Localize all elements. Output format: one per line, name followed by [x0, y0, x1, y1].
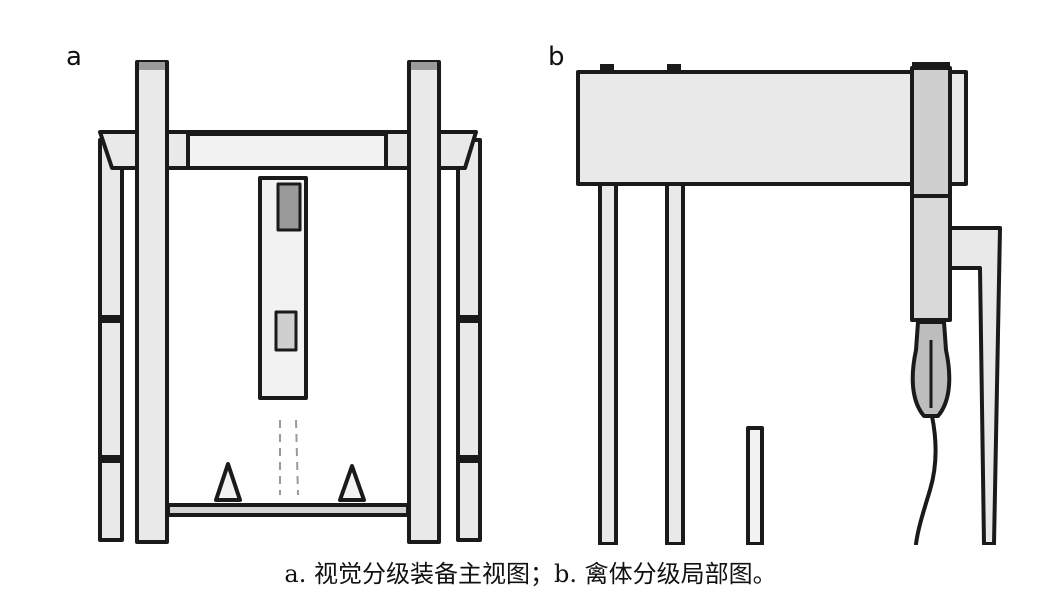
right-post-cap — [411, 62, 437, 70]
figure-caption: a. 视觉分级装备主视图；b. 禽体分级局部图。 — [284, 560, 777, 588]
slider-cap — [912, 62, 950, 70]
light-source — [274, 310, 298, 352]
left-post-cap — [139, 62, 165, 70]
crossbar-inner-segment — [186, 132, 388, 170]
camera-module-top — [276, 182, 302, 232]
right-fixture — [338, 464, 366, 502]
support-leg-left — [598, 182, 618, 545]
panel-b-label: b — [548, 42, 565, 72]
panel-b-partial-view-diagram — [576, 62, 1002, 545]
light-beam-right — [295, 419, 299, 496]
horizontal-beam — [576, 70, 968, 186]
carcass-cable — [914, 414, 938, 545]
panel-a-front-view-diagram — [98, 60, 482, 544]
beam-cap-left — [600, 64, 614, 74]
short-pole — [746, 426, 764, 545]
beam-cap-middle — [667, 64, 681, 74]
left-fixture — [214, 462, 242, 502]
support-leg-middle — [665, 182, 685, 545]
carriage-column — [910, 194, 952, 322]
side-bracket — [944, 226, 1002, 545]
frame-joint-left-upper — [100, 315, 122, 323]
frame-joint-left-lower — [100, 455, 122, 463]
vertical-slider — [910, 66, 952, 198]
conveyor-bar — [166, 503, 410, 517]
frame-joint-right-upper — [458, 315, 480, 323]
frame-joint-right-lower — [458, 455, 480, 463]
panel-a-label: a — [66, 42, 82, 72]
